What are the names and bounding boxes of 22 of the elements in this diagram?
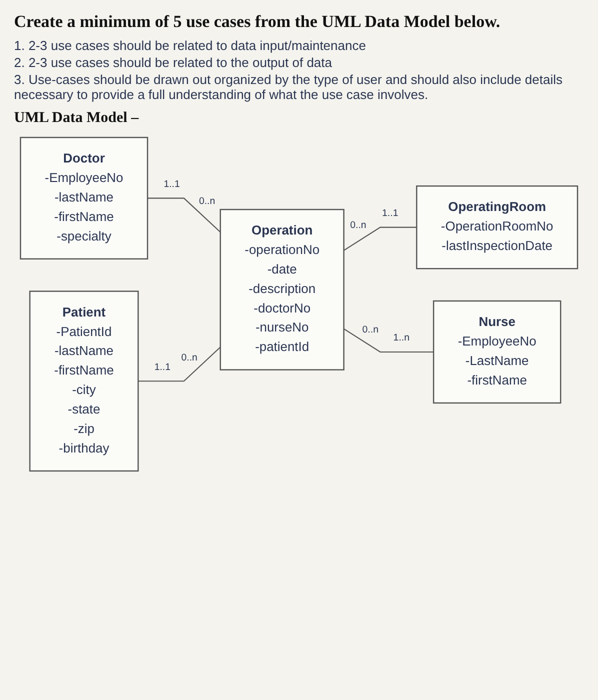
- instruction-text: 3. Use-cases should be drawn out organized by the type of user and should also include details necessary to provide a full understanding of what the use case involves.: [14, 72, 564, 102]
- association-line: [344, 328, 434, 352]
- instruction-text: 2. 2-3 use cases should be related to the output of data: [14, 55, 333, 70]
- association-line: [138, 346, 221, 382]
- multiplicity-label: 1..1: [164, 178, 180, 190]
- section-heading: UML Data Model –: [14, 110, 140, 127]
- association-line: [344, 226, 417, 251]
- multiplicity-label: 0..n: [362, 324, 378, 336]
- class-box: Patient -PatientId -lastName -firstName -city -state -zip -birthday: [29, 290, 139, 472]
- instruction-text: 1. 2-3 use cases should be related to data input/maintenance: [14, 38, 367, 53]
- class-box: Operation -operationNo -date -description -doctorNo -nurseNo -patientId: [220, 208, 344, 370]
- association-line: [148, 198, 221, 233]
- multiplicity-label: 0..n: [181, 352, 198, 364]
- multiplicity-label: 1..1: [382, 208, 398, 219]
- multiplicity-label: 1..n: [393, 332, 410, 344]
- class-box: Nurse -EmployeeNo -LastName -firstName: [432, 300, 562, 404]
- multiplicity-label: 0..n: [350, 220, 366, 231]
- title: Create a minimum of 5 use cases from the UML Data Model below.: [14, 12, 502, 32]
- multiplicity-label: 0..n: [198, 196, 216, 208]
- class-box: Doctor -EmployeeNo -lastName -firstName -specialty: [20, 136, 148, 260]
- multiplicity-label: 1..1: [154, 362, 171, 373]
- class-box: OperatingRoom -OperationRoomNo -lastInspectionDate: [416, 185, 578, 270]
